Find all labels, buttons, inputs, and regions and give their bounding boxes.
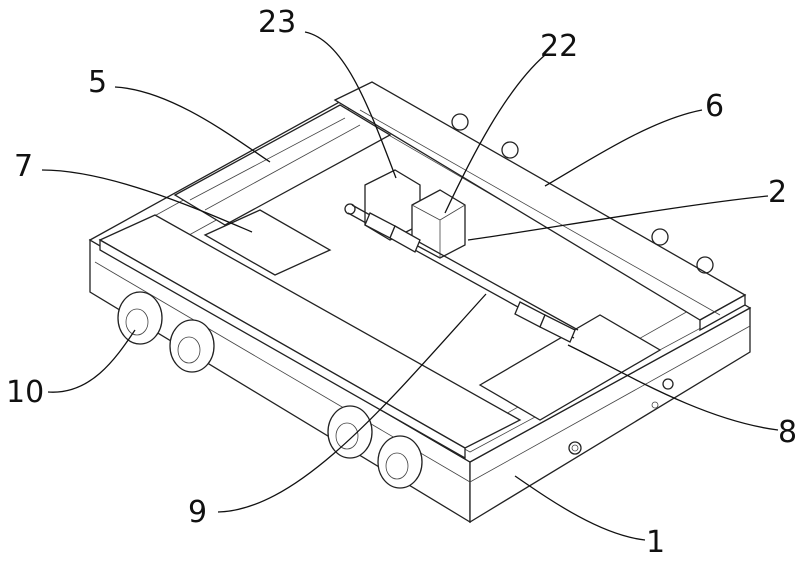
wheels-10 bbox=[117, 291, 423, 489]
label-9: 9 bbox=[188, 495, 208, 530]
rail-5 bbox=[173, 104, 392, 226]
label-8: 8 bbox=[778, 415, 798, 450]
label-23: 23 bbox=[258, 5, 297, 40]
label-2: 2 bbox=[768, 175, 788, 210]
label-10: 10 bbox=[6, 375, 45, 410]
slide-plate-7 bbox=[98, 209, 522, 460]
label-7: 7 bbox=[14, 149, 34, 184]
lead-screw-9 bbox=[344, 203, 579, 343]
label-22: 22 bbox=[540, 29, 579, 64]
leader-lines bbox=[41, 31, 779, 541]
label-6: 6 bbox=[705, 89, 725, 124]
slide-plate-8 bbox=[478, 314, 662, 421]
label-1: 1 bbox=[646, 525, 666, 560]
label-5: 5 bbox=[88, 65, 108, 100]
rail-6 bbox=[333, 81, 747, 332]
